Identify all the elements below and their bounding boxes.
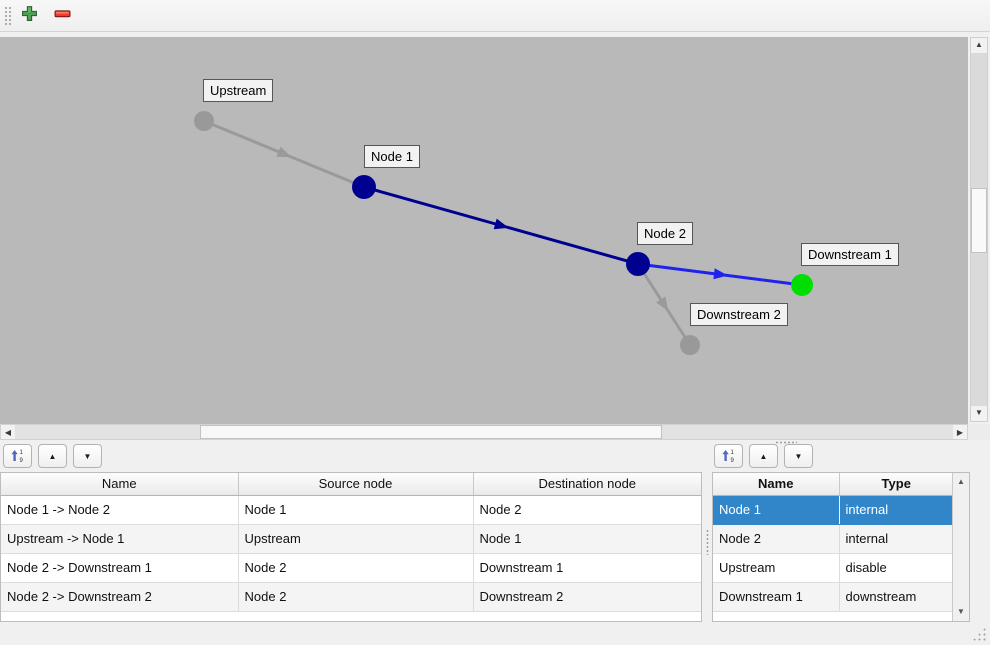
down-arrow-icon: ▼ [794, 451, 803, 461]
table-cell[interactable]: disable [839, 553, 953, 583]
table-cell[interactable]: Node 1 [238, 495, 474, 525]
scroll-up-icon[interactable]: ▲ [957, 477, 965, 486]
plus-icon [21, 5, 38, 27]
status-strip [0, 622, 990, 645]
column-header-name[interactable]: Name [713, 473, 840, 496]
scroll-up-icon[interactable]: ▲ [971, 38, 987, 53]
move-up-button[interactable]: ▲ [749, 444, 778, 468]
svg-text:1: 1 [20, 450, 24, 456]
table-cell[interactable]: Downstream 2 [473, 582, 701, 612]
table-cell[interactable]: Node 2 [238, 582, 474, 612]
edge-arrow-icon [656, 296, 669, 312]
column-header-destination-node[interactable]: Destination node [473, 473, 701, 496]
column-header-name[interactable]: Name [1, 473, 239, 496]
table-cell[interactable]: Upstream [238, 524, 474, 554]
svg-text:1: 1 [731, 450, 735, 456]
graph-node[interactable] [791, 274, 813, 296]
up-arrow-icon: ▲ [48, 451, 57, 461]
table-cell[interactable]: Downstream 1 [473, 553, 701, 583]
table-cell[interactable]: Node 2 -> Downstream 1 [1, 553, 239, 583]
table-cell[interactable]: Node 2 -> Downstream 2 [1, 582, 239, 612]
graph-node[interactable] [626, 252, 650, 276]
sort-button[interactable]: 1 9 [3, 444, 32, 468]
graph-svg [194, 111, 813, 355]
add-button[interactable] [19, 5, 39, 27]
edge-arrow-icon [493, 218, 509, 230]
edges-table-panel: Name Source node Destination node Node 1… [0, 472, 702, 622]
table-cell[interactable]: Upstream -> Node 1 [1, 524, 239, 554]
scroll-right-icon[interactable]: ▶ [953, 425, 967, 439]
node-label[interactable]: Node 1 [364, 145, 420, 168]
move-down-button[interactable]: ▼ [784, 444, 813, 468]
node-label[interactable]: Node 2 [637, 222, 693, 245]
up-arrow-icon: ▲ [759, 451, 768, 461]
move-down-button[interactable]: ▼ [73, 444, 102, 468]
vertical-pane-splitter[interactable] [703, 444, 712, 622]
remove-button[interactable] [52, 7, 72, 25]
nodes-panel-toolbar: 1 9 ▲ ▼ [714, 444, 813, 468]
node-label[interactable]: Downstream 2 [690, 303, 788, 326]
table-cell[interactable]: Node 2 [238, 553, 474, 583]
edge-arrow-icon [713, 268, 728, 280]
scrollbar-corner [968, 424, 990, 440]
scroll-down-icon[interactable]: ▼ [971, 406, 987, 421]
horizontal-pane-splitter[interactable] [0, 440, 990, 444]
splitter-grip-dots [706, 529, 709, 555]
graph-node[interactable] [680, 335, 700, 355]
down-arrow-icon: ▼ [83, 451, 92, 461]
column-header-source-node[interactable]: Source node [238, 473, 474, 496]
table-cell[interactable]: downstream [839, 582, 953, 612]
header-row: Name Source node Destination node [1, 473, 701, 496]
node-label[interactable]: Downstream 1 [801, 243, 899, 266]
graph-node[interactable] [352, 175, 376, 199]
canvas-vertical-scrollbar[interactable]: ▲ ▼ [970, 37, 988, 422]
graph-node[interactable] [194, 111, 214, 131]
nodes-table-scrollbar[interactable]: ▲ ▼ [952, 473, 969, 621]
table-cell[interactable]: Node 1 [473, 524, 701, 554]
splitter-grip-dots [775, 441, 797, 444]
canvas-horizontal-scrollbar[interactable]: ◀ ▶ [0, 424, 968, 440]
header-row: Name Type [713, 473, 953, 496]
table-cell[interactable]: Upstream [713, 553, 840, 583]
svg-text:9: 9 [20, 458, 24, 463]
table-cell[interactable]: Node 2 [713, 524, 840, 554]
toolbar-grip-handle[interactable] [4, 6, 12, 27]
table-cell[interactable]: Node 2 [473, 495, 701, 525]
minus-icon [54, 5, 71, 27]
column-header-type[interactable]: Type [839, 473, 953, 496]
table-cell[interactable]: Node 1 -> Node 2 [1, 495, 239, 525]
edges-panel-toolbar: 1 9 ▲ ▼ [3, 444, 102, 468]
move-up-button[interactable]: ▲ [38, 444, 67, 468]
vertical-scrollbar-thumb[interactable] [971, 188, 987, 253]
table-cell[interactable]: internal [839, 495, 953, 525]
table-cell[interactable]: Downstream 1 [713, 582, 840, 612]
window-resize-grip[interactable] [971, 626, 987, 642]
sort-ascending-icon: 1 9 [10, 448, 25, 465]
edge-arrow-icon [276, 146, 292, 158]
svg-text:9: 9 [731, 458, 735, 463]
table-cell[interactable]: internal [839, 524, 953, 554]
scroll-left-icon[interactable]: ◀ [1, 425, 15, 439]
horizontal-scrollbar-thumb[interactable] [200, 425, 662, 439]
main-toolbar [0, 0, 990, 32]
edges-table: Name Source node Destination node Node 1… [1, 473, 701, 612]
sort-ascending-icon: 1 9 [721, 448, 736, 465]
sort-button[interactable]: 1 9 [714, 444, 743, 468]
table-cell[interactable]: Node 1 [713, 495, 840, 525]
scroll-down-icon[interactable]: ▼ [957, 607, 965, 616]
node-label[interactable]: Upstream [203, 79, 274, 102]
